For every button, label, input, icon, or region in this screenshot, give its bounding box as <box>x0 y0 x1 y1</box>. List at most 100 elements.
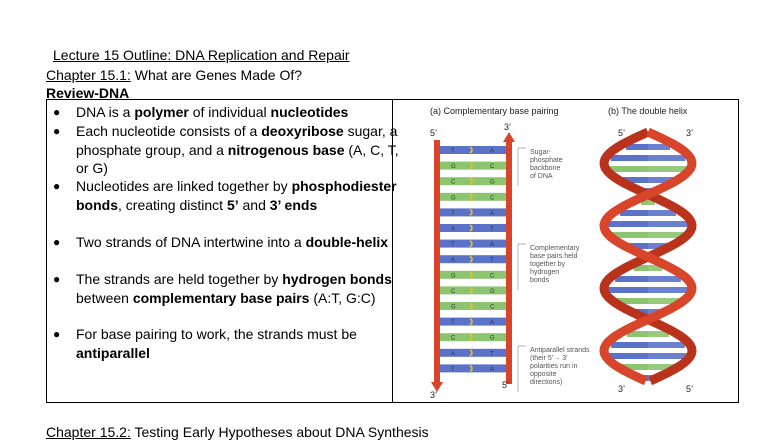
hydrogen-bond <box>469 333 473 341</box>
helix-base <box>622 243 648 249</box>
bold-term: complementary base pairs <box>132 289 310 306</box>
base-letter: T <box>490 351 494 357</box>
helix-base <box>648 342 685 348</box>
dna-figure: (a) Complementary base pairing (b) The d… <box>430 106 697 400</box>
base-right <box>473 146 506 154</box>
base-right <box>473 348 506 357</box>
base-letter: A <box>490 149 494 155</box>
base-letter: T <box>451 211 455 217</box>
label-line: backbone <box>530 165 560 172</box>
bold-term: antiparallel <box>76 344 150 361</box>
base-right <box>473 161 506 170</box>
base-right <box>473 239 506 248</box>
bullet-text: For base pairing to work, the strands mu… <box>76 326 357 342</box>
bullet-text: Each nucleotide consists of a <box>76 123 262 139</box>
base-right <box>473 177 506 186</box>
bullet-text: , creating distinct <box>118 196 227 213</box>
base-left <box>440 364 473 373</box>
label-antiparallel: Antiparallel strands(their 5’→ 3’polarit… <box>517 345 590 392</box>
arrowhead-down <box>431 382 443 392</box>
bold-term: nitrogenous base <box>227 141 345 158</box>
bullet-icon: ● <box>53 327 61 341</box>
label-line: hydrogen <box>530 269 559 276</box>
bold-term: nucleotides <box>270 104 349 120</box>
label-3-prime: 3’ <box>504 122 511 132</box>
base-left <box>440 348 473 357</box>
hydrogen-bond <box>469 208 473 217</box>
base-left <box>440 333 473 342</box>
right-backbone <box>506 140 512 384</box>
label-line: Complementary <box>530 245 580 252</box>
bullet-text: Two strands of DNA intertwine into a <box>76 234 306 250</box>
base-right <box>473 317 506 326</box>
helix-base <box>607 353 648 359</box>
helix-base <box>612 298 648 304</box>
helix-base <box>648 221 688 227</box>
caption-b: (b) The double helix <box>608 106 688 116</box>
base-left <box>440 255 473 264</box>
helix-5-prime: 5’ <box>618 128 625 138</box>
helix-base <box>648 364 680 370</box>
helix-base <box>609 232 648 238</box>
helix-base <box>648 353 689 359</box>
helix-base <box>641 199 648 205</box>
bold-term: phosphodiester bonds <box>76 178 397 213</box>
base-right <box>473 224 506 232</box>
base-right <box>473 255 506 264</box>
bullet-text: DNA is a <box>76 104 135 120</box>
helix-base <box>611 342 648 348</box>
base-letter: G <box>451 195 456 201</box>
base-left <box>440 239 473 248</box>
bold-term: 3’ ends <box>269 196 318 213</box>
base-letter: A <box>451 227 455 233</box>
helix-base <box>620 210 648 216</box>
base-right <box>473 192 506 201</box>
base-left <box>440 317 473 326</box>
hydrogen-bond <box>469 286 473 295</box>
base-right <box>473 364 506 373</box>
base-left <box>440 208 473 217</box>
section-title: What are Genes Made Of? <box>130 67 303 83</box>
bold-term: 5’ <box>226 196 239 213</box>
base-left <box>440 177 473 186</box>
section-number: Chapter 15.2: <box>46 424 131 440</box>
bullet-icon: ● <box>53 235 61 249</box>
hydrogen-bond <box>469 271 473 279</box>
outline-table: ●DNA is a polymer of individual nucleoti… <box>46 99 739 403</box>
base-right <box>473 302 506 310</box>
helix-5-prime-bottom: 5’ <box>686 384 693 394</box>
hydrogen-bond <box>469 349 473 357</box>
hydrogen-bond <box>469 255 473 263</box>
base-letter: T <box>490 227 494 233</box>
helix-base <box>648 276 681 282</box>
helix-3-prime-bottom: 3’ <box>618 384 625 394</box>
bullet-text: Nucleotides are linked together by <box>76 178 292 194</box>
label-line: opposite <box>530 371 557 378</box>
bullet-text: sugar, a phosphate group, and a <box>76 123 398 158</box>
helix-base <box>610 155 648 161</box>
base-letter: G <box>490 289 495 295</box>
helix-base <box>648 265 663 271</box>
leader-line <box>517 345 526 392</box>
helix-base <box>648 210 676 216</box>
bold-term: double-helix <box>305 234 389 250</box>
double-helix: 5’ 3’ 3’ 5’ <box>599 127 697 394</box>
base-letter: A <box>490 242 494 248</box>
base-letter: G <box>490 180 495 186</box>
base-left <box>440 161 473 170</box>
label-line: directions) <box>530 379 562 386</box>
helix-3-prime: 3’ <box>686 128 693 138</box>
base-letter: A <box>490 367 494 373</box>
helix-base <box>648 287 689 293</box>
helix-base <box>648 331 670 337</box>
